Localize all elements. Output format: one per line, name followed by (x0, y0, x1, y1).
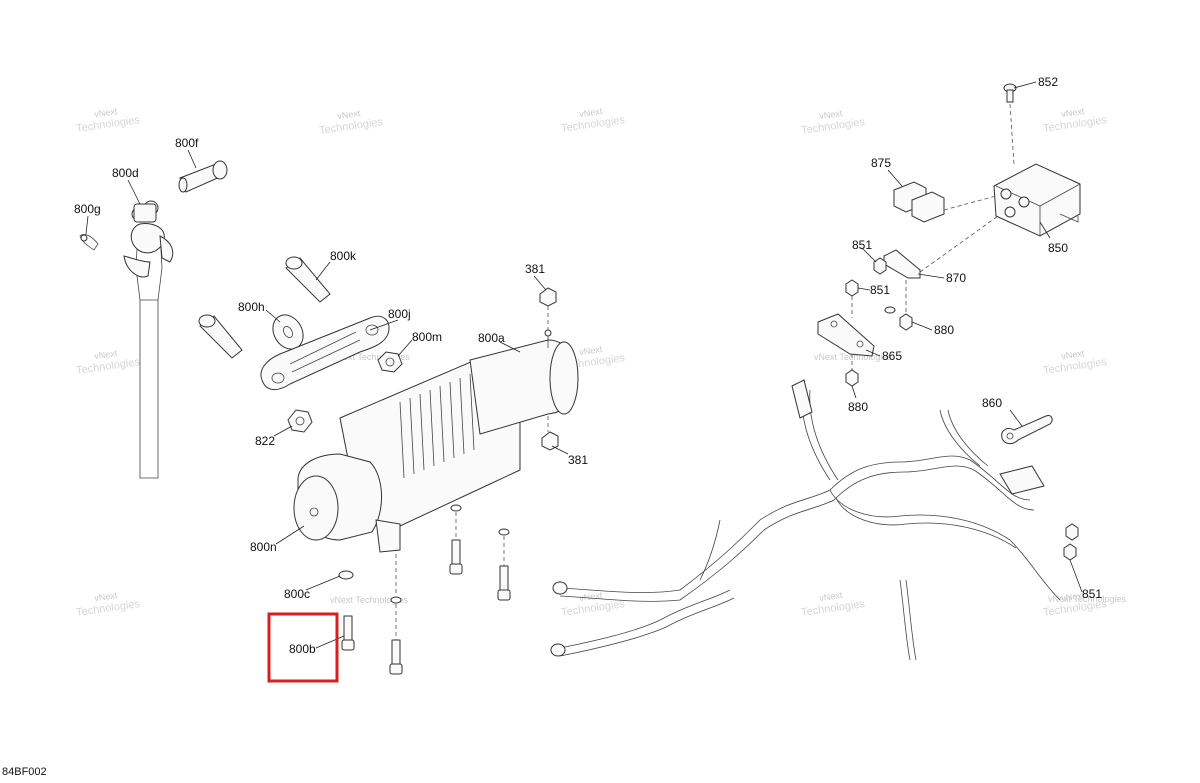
contactor-850 (993, 163, 1081, 237)
svg-text:vNext: vNext (1061, 590, 1086, 603)
nuts-851 (845, 257, 1079, 561)
nuts-880 (845, 306, 913, 387)
highlight-box-800b (267, 612, 339, 683)
svg-text:vNext: vNext (579, 344, 604, 357)
callout-800m[interactable]: 800m (412, 330, 442, 344)
callout-851[interactable]: 851 (870, 283, 890, 297)
wiring-harness (550, 379, 1061, 661)
callout-800k[interactable]: 800k (330, 249, 357, 263)
svg-text:vNext: vNext (579, 590, 604, 603)
mounting-bolts (341, 504, 511, 675)
svg-text:vNext: vNext (94, 590, 119, 603)
callout-860[interactable]: 860 (982, 396, 1002, 410)
svg-text:vNext: vNext (337, 108, 362, 121)
alignment-dashed-lines (395, 306, 549, 640)
svg-text:vNext Technologies: vNext Technologies (332, 352, 410, 362)
callout-850[interactable]: 850 (1048, 241, 1068, 255)
nut-381-top (539, 287, 557, 307)
fairlead-bolt-800k (285, 256, 331, 303)
callout-800d[interactable]: 800d (112, 166, 139, 180)
callout-381[interactable]: 381 (568, 453, 588, 467)
spacer-washer (272, 314, 304, 350)
hair-pin-clip (79, 234, 99, 251)
bracket-870 (883, 249, 921, 279)
callout-labels: 852 875 850 851 870 851 880 865 880 860 … (74, 75, 1102, 656)
svg-text:vNext Technologies: vNext Technologies (1048, 594, 1126, 604)
callout-880[interactable]: 880 (934, 323, 954, 337)
svg-text:vNext: vNext (819, 108, 844, 121)
callout-875[interactable]: 875 (871, 156, 891, 170)
callout-800f[interactable]: 800f (175, 136, 199, 150)
callout-800n[interactable]: 800n (250, 540, 277, 554)
svg-text:vNext: vNext (1061, 348, 1086, 361)
watermark-layer: vNext Technologies vNext Technologies vN… (75, 106, 1126, 619)
callout-865[interactable]: 865 (882, 349, 902, 363)
svg-text:vNext: vNext (94, 348, 119, 361)
svg-text:vNext Technologies: vNext Technologies (330, 595, 408, 605)
callout-851[interactable]: 851 (1082, 587, 1102, 601)
nut-822 (287, 409, 313, 433)
screw-852 (1003, 83, 1017, 103)
callout-852[interactable]: 852 (1038, 75, 1058, 89)
fairlead-bolt-800h (198, 314, 243, 359)
winch-assembly (293, 329, 579, 553)
callout-381[interactable]: 381 (525, 262, 545, 276)
fairlead-plate (260, 315, 390, 390)
callout-800a[interactable]: 800a (478, 331, 505, 345)
leader-lines (85, 81, 1083, 649)
washer-800c (338, 570, 354, 580)
clevis-pin (178, 160, 228, 193)
winch-strap-hook (123, 200, 174, 479)
svg-text:vNext: vNext (819, 590, 844, 603)
callout-870[interactable]: 870 (946, 271, 966, 285)
nut-381-bottom (541, 431, 559, 451)
svg-text:vNext Technologies: vNext Technologies (814, 352, 892, 362)
callout-800h[interactable]: 800h (238, 300, 265, 314)
callout-822[interactable]: 822 (255, 434, 275, 448)
lock-nut-800m (377, 351, 403, 373)
svg-text:vNext: vNext (1061, 106, 1086, 119)
bracket-865 (817, 313, 875, 357)
callout-800j[interactable]: 800j (388, 307, 411, 321)
figure-code: 84BF002 (2, 766, 47, 778)
svg-text:vNext: vNext (94, 106, 119, 119)
boots-875 (893, 181, 945, 223)
clamp-860 (1001, 415, 1053, 445)
callout-800c[interactable]: 800c (284, 587, 310, 601)
callout-851[interactable]: 851 (852, 238, 872, 252)
callout-800g[interactable]: 800g (74, 202, 101, 216)
svg-text:vNext: vNext (579, 106, 604, 119)
callout-800b[interactable]: 800b (289, 642, 316, 656)
callout-880[interactable]: 880 (848, 400, 868, 414)
